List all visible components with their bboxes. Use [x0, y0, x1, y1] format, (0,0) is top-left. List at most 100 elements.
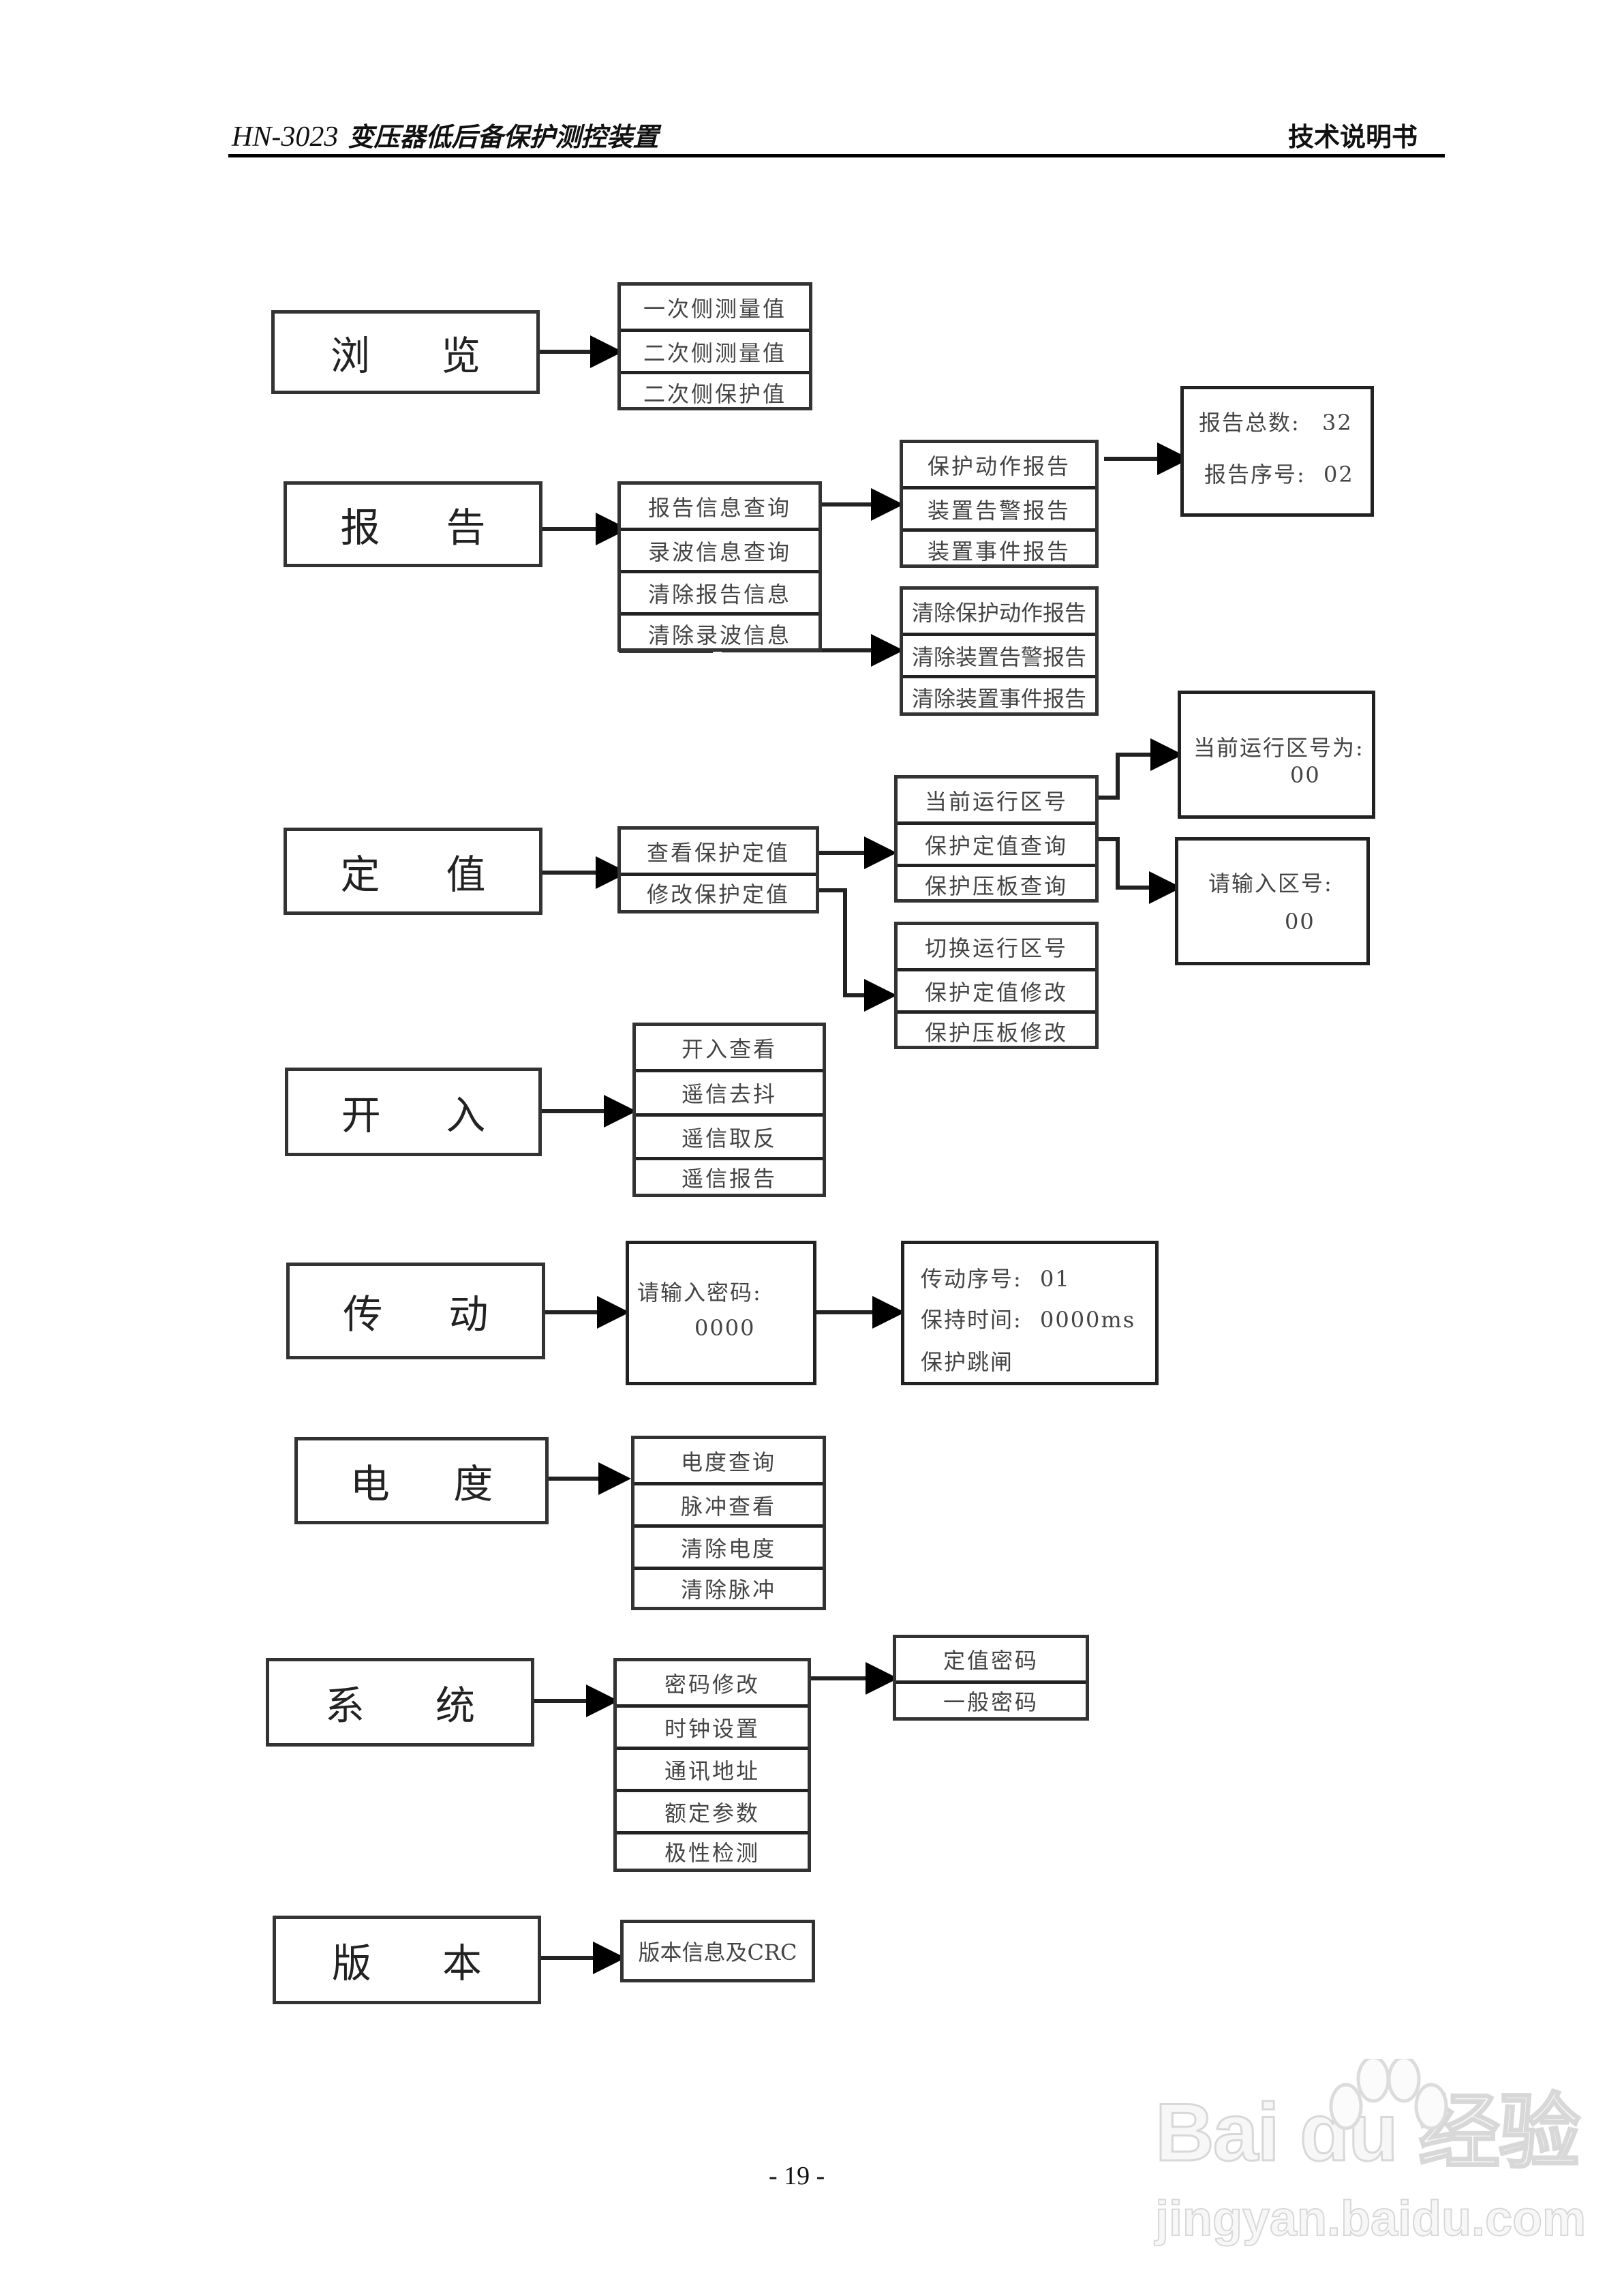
submenu-item[interactable]: 装置告警报告 [903, 486, 1095, 528]
menu-transmission-label-2: 动 [448, 1291, 489, 1338]
submenu-item[interactable]: 修改保护定值 [621, 873, 816, 910]
menu-system-label-1: 系 [324, 1682, 365, 1729]
menu-browse-label-1: 浏 [330, 332, 370, 379]
model-number: HN-3023 [232, 121, 339, 153]
submenu-item[interactable]: 保护定值修改 [898, 968, 1095, 1010]
submenu-item[interactable]: 定值密码 [943, 1648, 1039, 1674]
header-divider [228, 154, 1445, 157]
submenu-item[interactable]: 保护压板修改 [898, 1010, 1095, 1049]
menu-setting-label-1: 定 [340, 851, 380, 898]
submenu-item[interactable]: 报告信息查询 [647, 494, 791, 521]
submenu-item[interactable]: 额定参数 [617, 1789, 808, 1831]
setting-submenu: 查看保护定值 修改保护定值 [617, 826, 819, 913]
report-submenu: 报告信息查询 录波信息查询 清除报告信息 清除录波信息 [617, 481, 822, 652]
report-total-label: 报告总数: [1199, 410, 1300, 436]
binary-input-submenu: 开入查看 遥信去抖 遥信取反 遥信报告 [632, 1023, 826, 1197]
setting-modify-submenu: 切换运行区号 保护定值修改 保护压板修改 [894, 922, 1099, 1049]
menu-binary-input[interactable]: 开 入 [285, 1068, 542, 1156]
energy-submenu: 电度查询 脉冲查看 清除电度 清除脉冲 [631, 1436, 826, 1610]
submenu-item[interactable]: 时钟设置 [617, 1704, 808, 1747]
submenu-item[interactable]: 一般密码 [896, 1680, 1086, 1717]
input-zone-label: 请输入区号: [1208, 871, 1333, 896]
protection-trip-action[interactable]: 保护跳闸 [921, 1349, 1014, 1375]
submenu-item[interactable]: 密码修改 [664, 1671, 760, 1697]
setting-view-submenu: 当前运行区号 保护定值查询 保护压板查询 [894, 775, 1099, 903]
submenu-item[interactable]: 清除电度 [634, 1524, 823, 1567]
submenu-item[interactable]: 保护动作报告 [927, 453, 1071, 479]
password-field[interactable]: 0000 [694, 1315, 756, 1341]
submenu-item[interactable]: 切换运行区号 [924, 935, 1068, 961]
report-total-value: 32 [1321, 410, 1353, 436]
document-type: 技术说明书 [1288, 122, 1418, 152]
submenu-item[interactable]: 清除保护动作报告 [911, 599, 1086, 626]
report-detail-panel: 报告总数: 32 报告序号: 02 [1180, 386, 1374, 517]
password-panel: 请输入密码: 0000 [626, 1241, 816, 1385]
menu-browse-label-2: 览 [440, 332, 480, 379]
arrow-setting-modify [818, 888, 897, 1012]
watermark-url: jingyan.baidu.com [1154, 2191, 1587, 2247]
submenu-item[interactable]: 通讯地址 [617, 1747, 808, 1789]
submenu-item[interactable]: 保护压板查询 [898, 864, 1095, 903]
current-zone-value: 00 [1290, 762, 1321, 788]
submenu-item[interactable]: 一次侧测量值 [643, 295, 786, 322]
menu-energy[interactable]: 电 度 [294, 1437, 549, 1524]
device-name: 变压器低后备保护测控装置 [348, 122, 659, 152]
document-header-title: HN-3023 变压器低后备保护测控装置 [232, 116, 658, 153]
submenu-item[interactable]: 清除装置事件报告 [903, 675, 1095, 716]
report-seq-value: 02 [1323, 462, 1354, 487]
submenu-item[interactable]: 遥信报告 [636, 1157, 823, 1194]
submenu-item[interactable]: 电度查询 [680, 1449, 776, 1475]
menu-system-label-2: 统 [435, 1682, 475, 1729]
submenu-item[interactable]: 二次侧测量值 [621, 329, 809, 371]
submenu-item[interactable]: 当前运行区号 [924, 788, 1068, 815]
menu-report-label-2: 告 [446, 504, 486, 551]
submenu-item[interactable]: 二次侧保护值 [621, 371, 809, 410]
menu-transmission[interactable]: 传 动 [286, 1263, 545, 1359]
menu-system[interactable]: 系 统 [266, 1658, 534, 1747]
password-label: 请输入密码: [637, 1280, 762, 1305]
baidu-watermark: Bai du 经验 jingyan.baidu.com [1154, 2059, 1587, 2247]
submenu-item[interactable]: 清除报告信息 [621, 570, 818, 612]
hold-time-label: 保持时间: [921, 1307, 1022, 1333]
report-query-submenu: 保护动作报告 装置告警报告 装置事件报告 [900, 440, 1099, 568]
menu-report[interactable]: 报 告 [284, 481, 542, 567]
menu-version[interactable]: 版 本 [273, 1916, 541, 2004]
arrow-input-zone [1090, 837, 1182, 904]
menu-binary-input-label-2: 入 [446, 1092, 486, 1138]
submenu-item[interactable]: 开入查看 [681, 1036, 777, 1062]
transmission-seq-value: 01 [1039, 1266, 1071, 1292]
menu-energy-label-1: 电 [350, 1461, 390, 1507]
submenu-item[interactable]: 遥信去抖 [636, 1069, 823, 1113]
menu-setting[interactable]: 定 值 [284, 828, 542, 915]
menu-energy-label-2: 度 [453, 1461, 493, 1507]
submenu-item[interactable]: 录波信息查询 [621, 528, 818, 570]
menu-transmission-label-1: 传 [343, 1291, 383, 1338]
current-zone-panel: 当前运行区号为: 00 [1178, 691, 1375, 819]
menu-version-label-2: 本 [442, 1940, 482, 1987]
hold-time-value: 0000ms [1039, 1307, 1136, 1333]
submenu-item[interactable]: 脉冲查看 [634, 1482, 823, 1524]
browse-submenu: 一次侧测量值 二次侧测量值 二次侧保护值 [617, 282, 812, 410]
system-password-submenu: 定值密码 一般密码 [893, 1635, 1089, 1721]
system-submenu: 密码修改 时钟设置 通讯地址 额定参数 极性检测 [613, 1658, 811, 1872]
submenu-item[interactable]: 清除录波信息 [621, 612, 818, 652]
version-submenu: 版本信息及CRC [620, 1920, 815, 1982]
submenu-item[interactable]: 清除脉冲 [634, 1567, 823, 1607]
current-zone-label: 当前运行区号为: [1193, 735, 1364, 761]
menu-setting-label-2: 值 [446, 851, 486, 898]
report-clear-submenu: 清除保护动作报告 清除装置告警报告 清除装置事件报告 [900, 586, 1099, 716]
page-number: - 19 - [769, 2162, 825, 2190]
submenu-item[interactable]: 遥信取反 [636, 1113, 823, 1157]
menu-browse[interactable]: 浏 览 [271, 310, 540, 394]
transmission-seq-label: 传动序号: [921, 1266, 1022, 1292]
submenu-item[interactable]: 清除装置告警报告 [903, 633, 1095, 675]
input-zone-value[interactable]: 00 [1285, 909, 1315, 935]
submenu-item[interactable]: 查看保护定值 [646, 839, 790, 866]
submenu-item[interactable]: 版本信息及CRC [638, 1939, 797, 1965]
submenu-item[interactable]: 保护定值查询 [898, 821, 1095, 864]
report-seq-label: 报告序号: [1204, 462, 1306, 487]
menu-report-label-1: 报 [340, 504, 380, 551]
submenu-item[interactable]: 装置事件报告 [903, 528, 1095, 568]
input-zone-panel: 请输入区号: 00 [1175, 837, 1370, 965]
submenu-item[interactable]: 极性检测 [617, 1831, 808, 1869]
